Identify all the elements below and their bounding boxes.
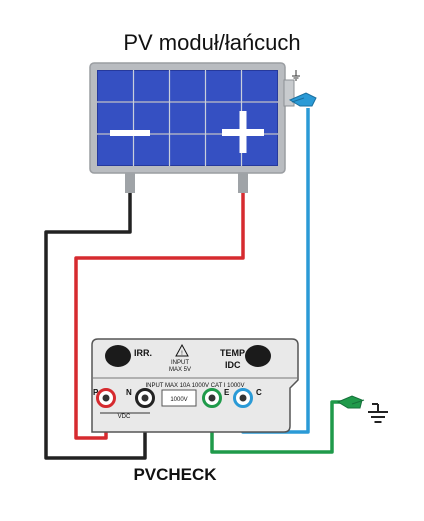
- center-rating-label: 1000V: [170, 397, 187, 403]
- pv-module: [89, 62, 300, 193]
- svg-text:!: !: [181, 351, 183, 357]
- device-body: [91, 338, 299, 433]
- diagram-title: PV moduł/łańcuch: [123, 30, 301, 55]
- terminal-p-label: P: [93, 388, 99, 397]
- green-clip: [336, 395, 365, 409]
- irr-socket: [105, 345, 131, 367]
- panel-cells: [97, 70, 278, 166]
- temp-label: TEMP: [220, 348, 245, 358]
- device-name: PVCHECK: [133, 465, 217, 484]
- temp-socket: [245, 345, 271, 367]
- terminal-c-label: C: [256, 388, 262, 397]
- positive-lead: [238, 173, 248, 193]
- vdc-label: VDC: [118, 414, 131, 420]
- terminal-e-label: E: [224, 388, 230, 397]
- center-rating-box: 1000V: [161, 389, 197, 407]
- idc-label: IDC: [225, 360, 241, 370]
- terminal-c: C: [233, 388, 262, 408]
- plus-symbol: [222, 111, 264, 153]
- rating-line: INPUT MAX 10A 1000V CAT I 1000V: [145, 383, 244, 389]
- ground-icon: [368, 403, 388, 423]
- warning-icon: !: [175, 343, 189, 357]
- pvcheck-device: IRR. TEMP IDC ! INPUT MAX 5V INPUT MAX 1…: [91, 338, 299, 433]
- irr-label: IRR.: [134, 348, 152, 358]
- negative-lead: [125, 173, 135, 193]
- black-wire: [44, 193, 147, 460]
- frame-ground-tab: [283, 70, 300, 107]
- input-max-label: MAX 5V: [169, 367, 191, 373]
- terminal-p: P: [93, 388, 116, 408]
- blue-clip: [288, 92, 317, 107]
- terminal-n-label: N: [126, 388, 132, 397]
- terminal-n: N: [126, 388, 155, 408]
- terminal-e: E: [202, 388, 230, 408]
- input-label: INPUT: [171, 360, 189, 366]
- minus-symbol: [110, 130, 150, 136]
